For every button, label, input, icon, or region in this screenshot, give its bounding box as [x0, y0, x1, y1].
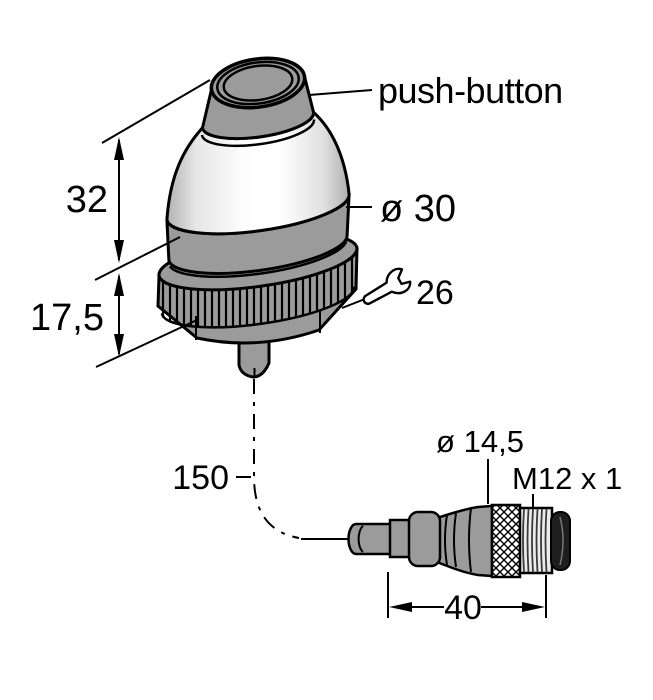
boot-ridge-1 [444, 514, 448, 566]
extension-line-top [101, 79, 211, 144]
arrow-left-icon [389, 602, 412, 612]
dimension-40: 40 [387, 572, 547, 627]
connector-collar [407, 510, 442, 568]
arrow-up-icon [114, 273, 124, 296]
callout-thread-m12: M12 x 1 [512, 461, 622, 509]
dim-label-40: 40 [444, 589, 482, 627]
label-diameter-30: ø 30 [380, 188, 456, 230]
connector-cable [347, 522, 394, 556]
arrow-down-icon [114, 240, 124, 263]
arrow-right-icon [522, 602, 545, 612]
mounting-nut-body [156, 247, 359, 345]
connector-cable-end-line [357, 525, 364, 553]
extension-line-mid [94, 236, 181, 281]
open-end-wrench-icon [362, 267, 412, 305]
connector-tip-highlight [559, 516, 564, 566]
cable-dashed-path [253, 379, 300, 539]
boot-ridge-2 [453, 512, 457, 568]
button-cap-top [209, 56, 307, 110]
cable-run: 150 [172, 379, 349, 540]
dimension-17-5: 17,5 [30, 236, 198, 368]
callout-diameter-14-5: ø 14,5 [436, 424, 524, 504]
callout-diameter-30: ø 30 [346, 188, 456, 230]
dim-label-32: 32 [66, 179, 108, 221]
body-band-lower-edge [168, 240, 348, 278]
extension-line-bottom [95, 319, 198, 368]
button-cap-flange [200, 119, 316, 148]
connector-knurl [490, 503, 522, 579]
arrow-down-icon [114, 334, 124, 357]
connector-tip [550, 511, 571, 571]
knurl-bottom-edge [160, 286, 356, 329]
boot-cylinder-edge [468, 507, 472, 573]
arrow-up-icon [114, 137, 124, 160]
button-cap-ring-inner [222, 64, 294, 102]
label-thread-m12: M12 x 1 [512, 461, 622, 496]
label-wrench-26: 26 [416, 274, 454, 312]
callout-push-button: push-button [308, 70, 563, 111]
label-diameter-14-5: ø 14,5 [436, 424, 524, 459]
thread-lines [522, 508, 548, 573]
dimension-32: 32 [66, 79, 211, 263]
dim-label-17-5: 17,5 [30, 297, 104, 339]
leader-push-button [308, 89, 373, 96]
label-150: 150 [172, 459, 229, 497]
button-cap-ring-outer [216, 60, 300, 106]
push-button-device [156, 56, 359, 379]
connector [347, 503, 571, 579]
callout-wrench-26: 26 [341, 267, 454, 312]
label-push-button: push-button [378, 70, 563, 111]
